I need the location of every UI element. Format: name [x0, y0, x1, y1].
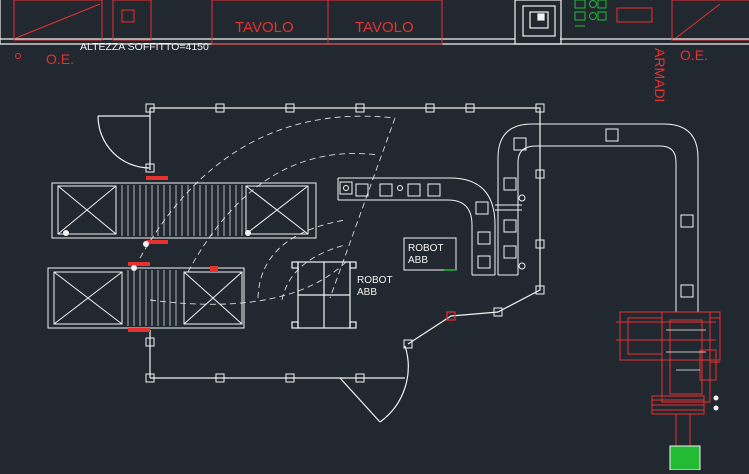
- tavolo-tables: TAVOLO TAVOLO: [211, 0, 443, 45]
- robot-box-label-2: ABB: [408, 255, 428, 266]
- robot-box-label-1: ROBOT: [408, 243, 444, 254]
- ceiling-height-note: ALTEZZA SOFFITTO=4150: [80, 41, 209, 53]
- conveyor-bolts: [63, 230, 251, 271]
- safety-fence: [97, 107, 541, 423]
- conveyor-lower-brackets: [128, 262, 218, 332]
- top-right-symbols: [574, 0, 653, 27]
- conveyor-curved-middle: [337, 177, 496, 276]
- robot-cell-label-2: ABB: [357, 287, 377, 298]
- fence-posts: [145, 103, 545, 383]
- robot-controller-box: ROBOT ABB: [403, 237, 457, 271]
- conveyor-upper-brackets: [146, 176, 168, 244]
- red-machine-assembly: [616, 311, 721, 447]
- oe-right-label: O.E.: [680, 47, 708, 63]
- conveyor-upper: [51, 182, 317, 239]
- tavolo-left-label: TAVOLO: [235, 19, 294, 36]
- robot-cell: [291, 261, 357, 329]
- oe-right-unit: O.E.: [671, 0, 749, 63]
- conveyor-u-right: [495, 123, 699, 312]
- conveyor-upper-rollers: [121, 185, 243, 236]
- green-machine-base: [669, 445, 701, 471]
- robot-reach-arcs: [139, 115, 396, 305]
- conveyor-lower: [47, 267, 245, 329]
- fence-red-post: [446, 311, 456, 321]
- robot-cell-label-1: ROBOT: [357, 275, 393, 286]
- tavolo-right-label: TAVOLO: [355, 19, 414, 36]
- top-wall: [0, 0, 749, 45]
- top-left-device: [112, 0, 152, 41]
- oe-left-unit: O.E.: [13, 0, 103, 67]
- oe-left-label: O.E.: [46, 51, 74, 67]
- red-machine-white-details: [666, 329, 706, 371]
- armadi-label: ARMADI: [652, 48, 668, 102]
- conveyor-lower-rollers: [127, 270, 177, 326]
